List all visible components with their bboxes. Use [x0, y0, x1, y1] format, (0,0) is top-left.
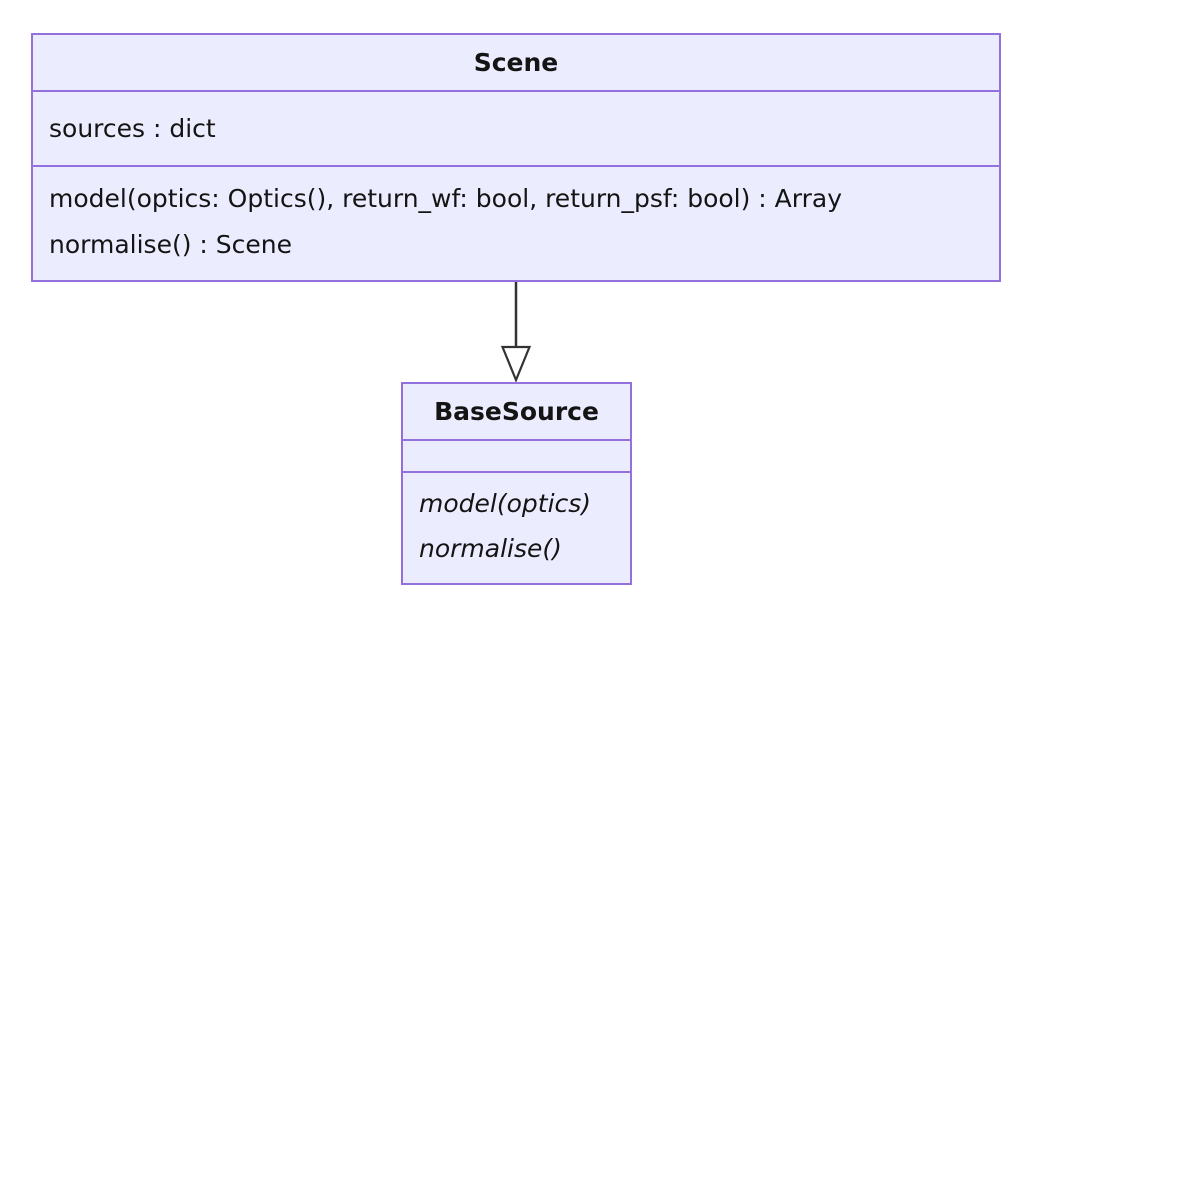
- class-attributes-basesource: [403, 441, 630, 473]
- class-title-scene: Scene: [33, 35, 999, 92]
- class-title-basesource: BaseSource: [403, 384, 630, 441]
- class-box-basesource: BaseSource model(optics) normalise(): [401, 382, 632, 585]
- attribute-line: sources : dict: [49, 113, 216, 143]
- method-line: normalise(): [419, 534, 562, 563]
- class-methods-basesource: model(optics) normalise(): [403, 473, 630, 579]
- method-line: model(optics: Optics(), return_wf: bool,…: [49, 183, 843, 213]
- hollow-triangle-arrowhead-icon: [500, 345, 532, 383]
- class-methods-scene: model(optics: Optics(), return_wf: bool,…: [33, 167, 999, 276]
- class-box-scene: Scene sources : dict model(optics: Optic…: [31, 33, 1001, 282]
- method-line: normalise() : Scene: [49, 229, 292, 259]
- class-attributes-scene: sources : dict: [33, 92, 999, 167]
- method-line: model(optics): [419, 489, 592, 518]
